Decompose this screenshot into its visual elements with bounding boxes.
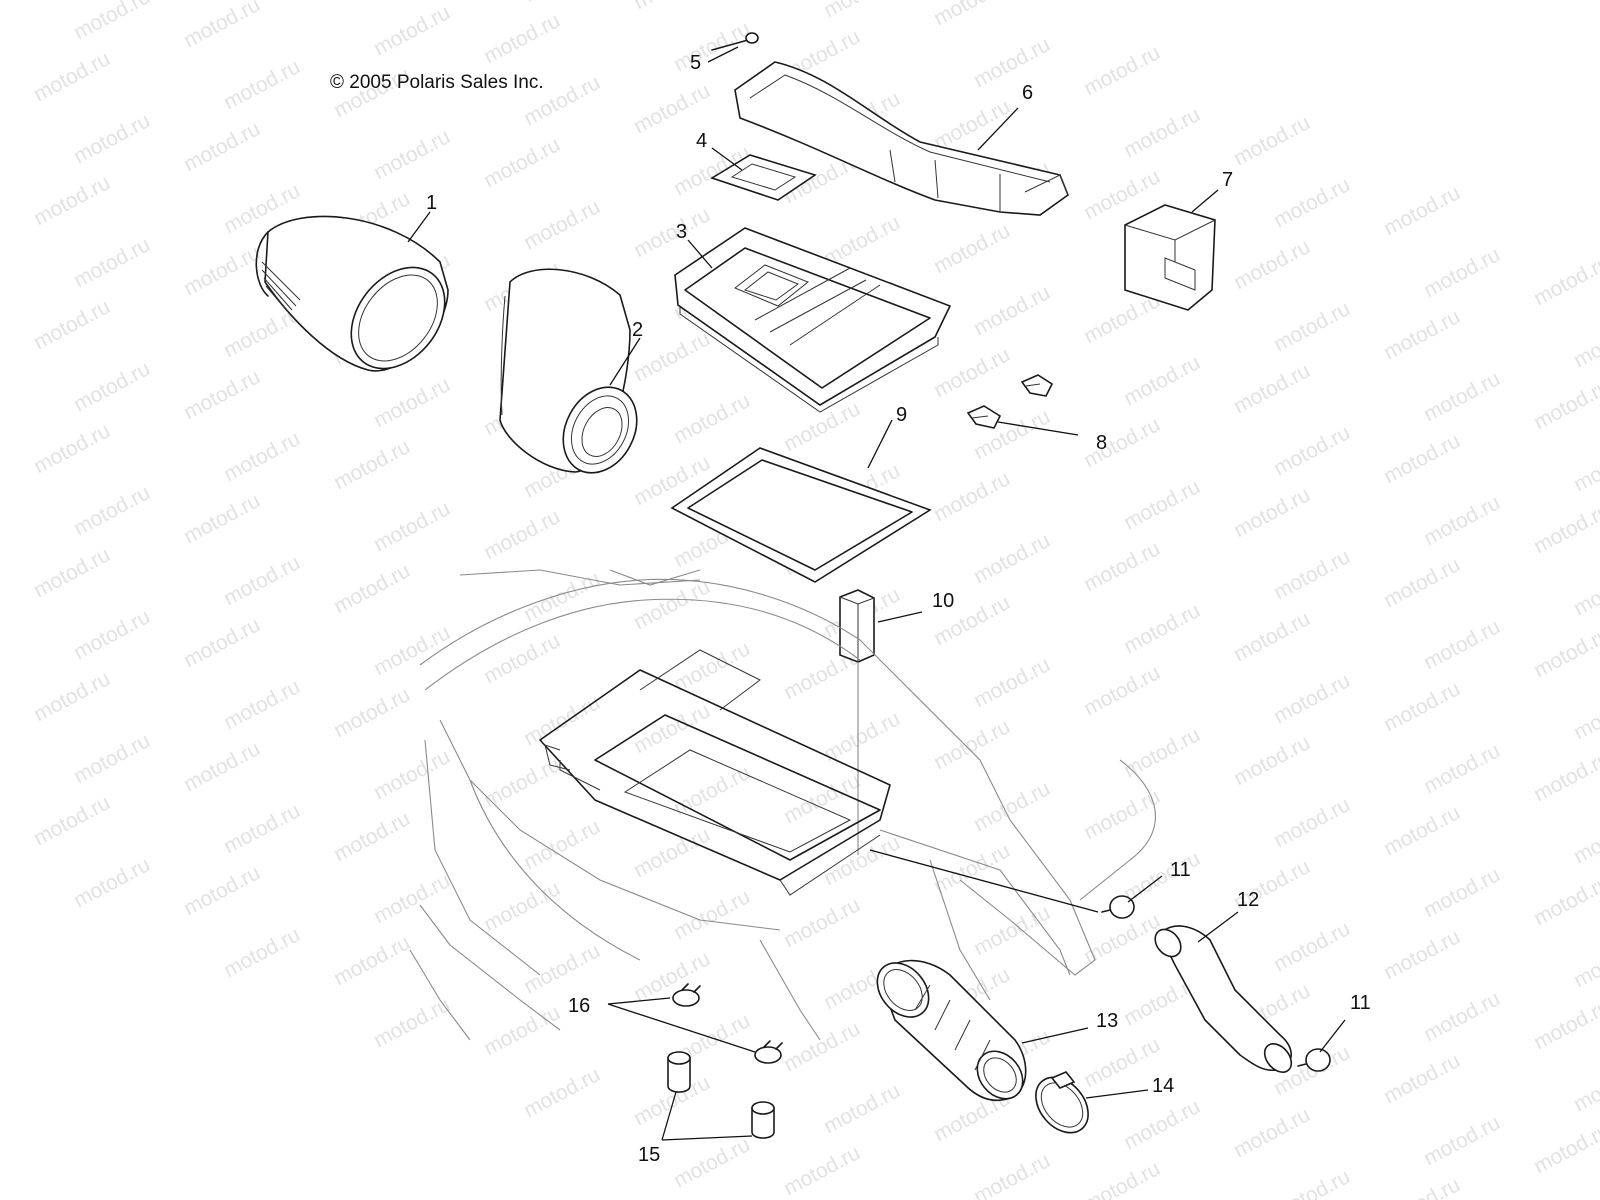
part-7-foam-block [1124,204,1216,311]
callout-4: 4 [696,130,708,152]
part-11-clamp-lower [1297,1048,1331,1072]
part-13-intake-boot [876,959,1027,1102]
airbox-base [539,649,891,896]
part-4-gasket [710,154,817,201]
part-16-spring-clips [672,983,783,1064]
part-1-air-filter [255,215,449,372]
part-12-hose [1154,925,1293,1073]
part-6-intake-duct [734,61,1069,216]
callout-7: 7 [1222,169,1234,191]
callout-14: 14 [1152,1075,1175,1097]
copyright-notice: © 2005 Polaris Sales Inc. [330,72,544,93]
part-3-airbox-lid [674,227,952,413]
callout-9: 9 [896,404,908,426]
callout-1: 1 [426,192,438,214]
callout-11-upper: 11 [1170,859,1191,881]
leader-lines [407,46,1346,1141]
callout-12: 12 [1237,889,1260,911]
part-14-hose-clamp [1035,1071,1089,1134]
callout-13: 13 [1096,1010,1119,1032]
callout-11-lower: 11 [1350,992,1371,1014]
part-8-clips [966,374,1054,429]
callout-8: 8 [1096,432,1108,454]
callout-3: 3 [676,221,688,243]
part-11-clamp-upper [1101,895,1135,919]
callout-16: 16 [568,995,591,1017]
part-15-caps [667,1051,775,1139]
part-10-foam-pad [839,589,875,855]
callout-15: 15 [638,1144,661,1166]
part-5-screw [711,32,759,51]
part-2-pre-filter [499,268,638,474]
callout-10: 10 [932,590,955,612]
callout-5: 5 [690,52,702,74]
hood-body-outline [409,569,1156,1041]
callout-2: 2 [632,319,644,341]
part-9-seal-frame [670,447,932,583]
callout-6: 6 [1022,82,1034,104]
